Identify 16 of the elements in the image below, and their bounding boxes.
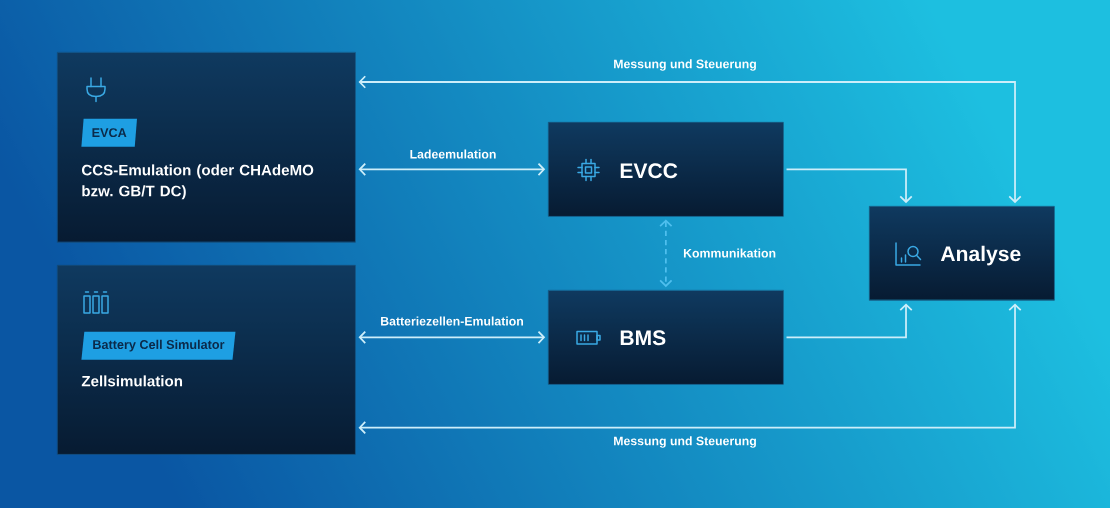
edge-label: Messung und Steuerung xyxy=(614,436,756,448)
edge-label: Ladeemulation xyxy=(410,149,496,159)
edge-label: Messung und Steuerung xyxy=(614,59,756,71)
process-box: EVCC xyxy=(548,122,784,217)
double-arrow xyxy=(358,162,546,176)
category-tag: Battery Cell Simulator xyxy=(81,331,236,360)
process-box: BMS xyxy=(548,290,784,385)
double-arrow xyxy=(358,75,1022,204)
double-arrow xyxy=(358,303,1022,435)
arrow xyxy=(785,303,913,339)
double-arrow xyxy=(659,219,673,288)
edge-label: Batteriezellen-Emulation xyxy=(381,316,523,326)
edge-label: Kommunikation xyxy=(683,248,776,258)
arrow xyxy=(785,168,913,204)
double-arrow xyxy=(358,330,546,344)
process-box: Analyse xyxy=(869,206,1055,301)
